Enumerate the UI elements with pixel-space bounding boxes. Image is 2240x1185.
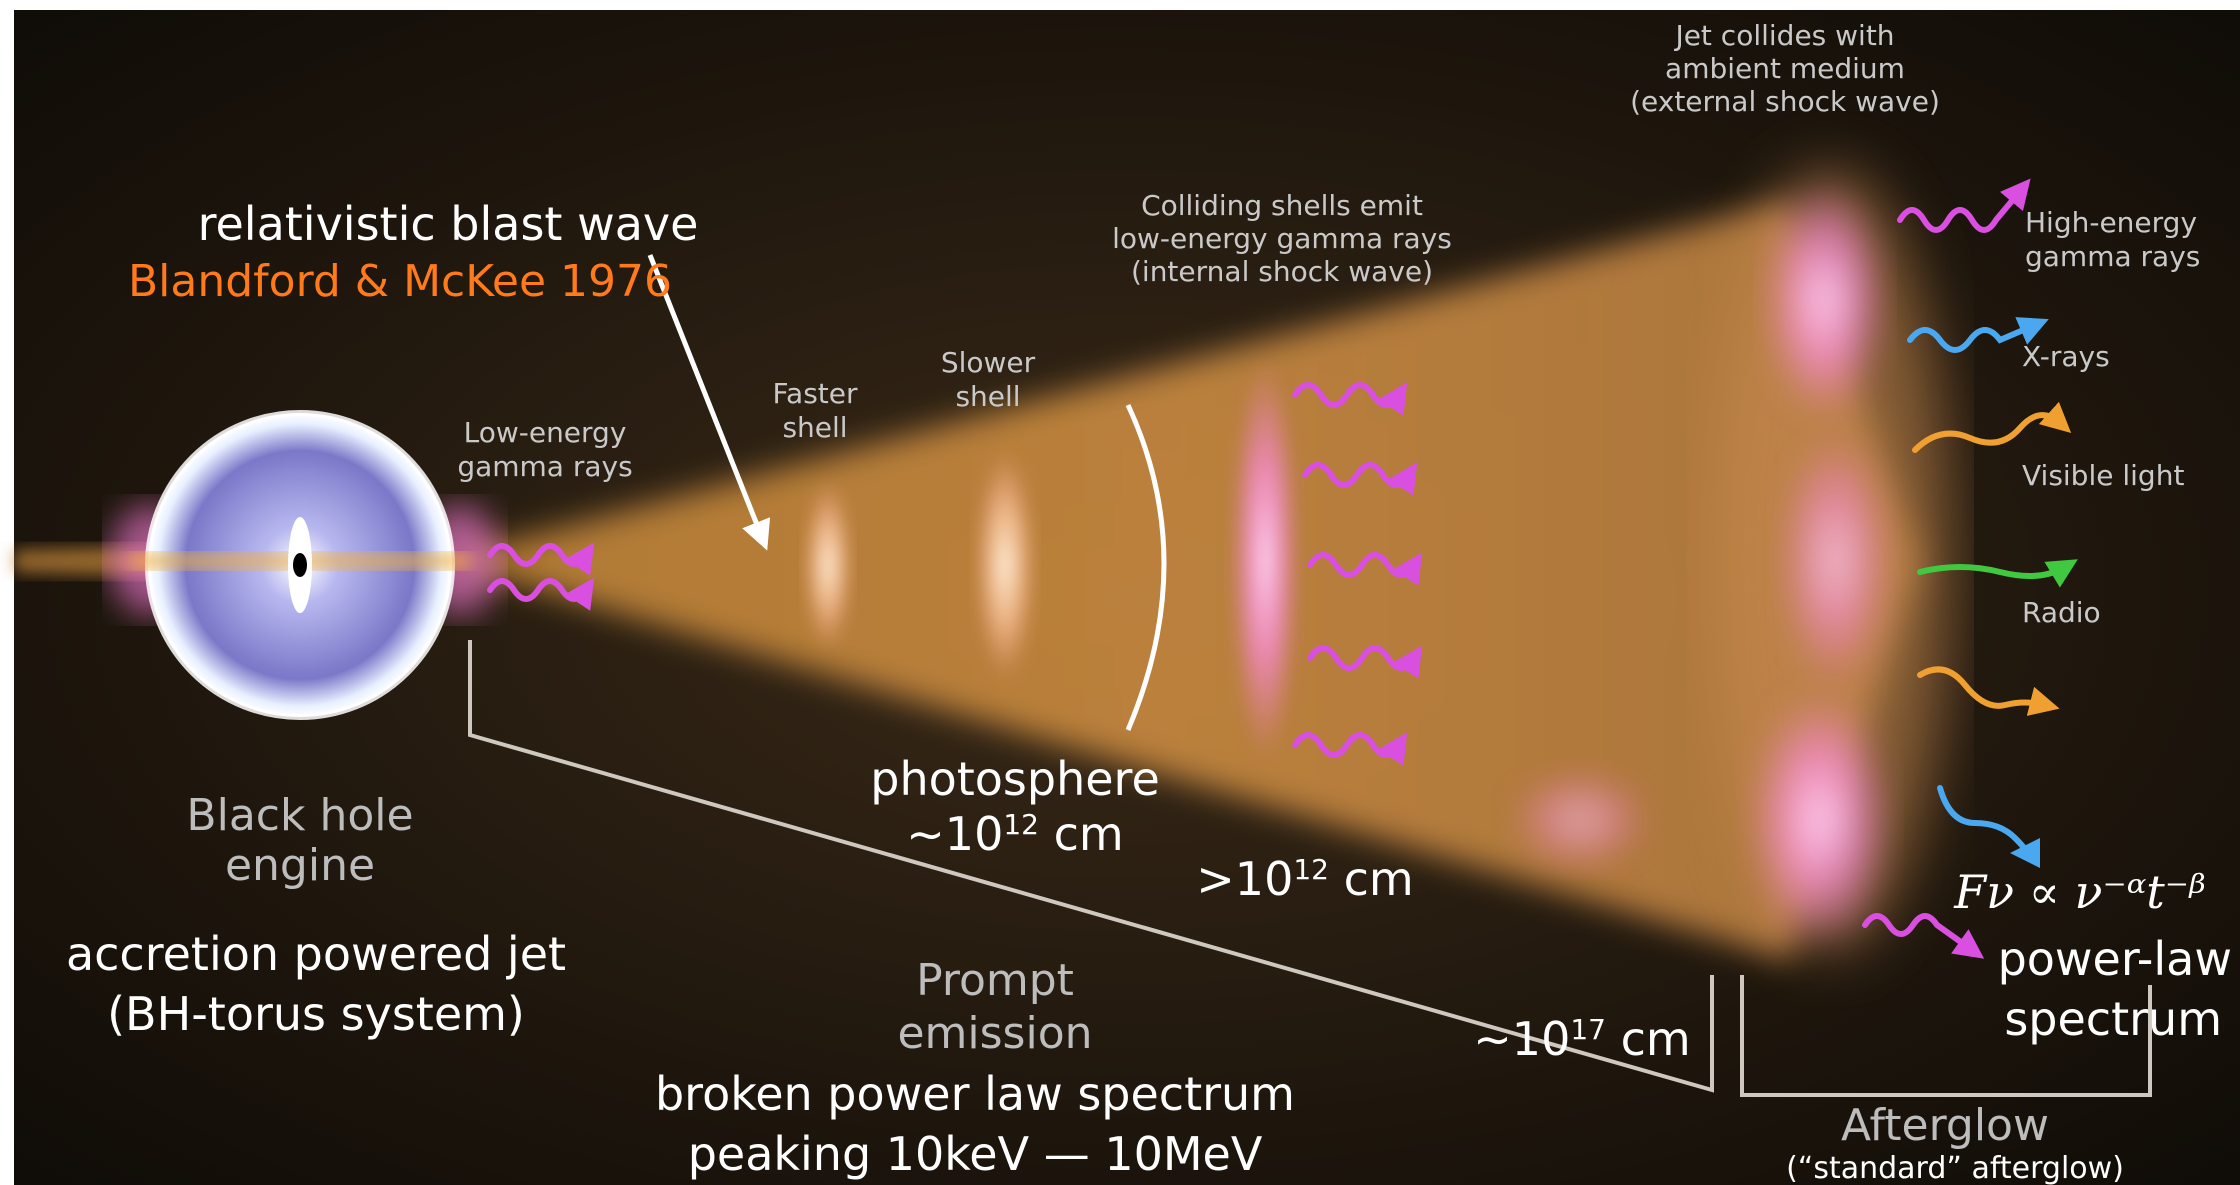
xrays-label: X-rays — [2022, 340, 2110, 373]
bracket-lines — [468, 640, 2152, 1097]
external-line1: Jet collides with — [1673, 19, 1894, 52]
afterglow-bracket — [1740, 975, 2152, 1097]
afterglow-desc-line2: spectrum — [2004, 992, 2222, 1046]
gamma-wave-lower — [1862, 913, 1985, 959]
labels: Black hole engine accretion powered jet … — [66, 19, 2232, 1185]
high-energy-line2: gamma rays — [2025, 240, 2200, 273]
external-line3: (external shock wave) — [1630, 85, 1940, 118]
visible-wave — [1912, 401, 2072, 453]
faster-shell-line1: Faster — [773, 377, 858, 410]
photosphere-radius: ~1012 cm — [906, 807, 1123, 861]
engine-gamma-rays — [487, 542, 595, 611]
xray-wave-lower — [1937, 785, 2041, 868]
internal-shock-shell — [1231, 360, 1299, 760]
photosphere-label: photosphere — [870, 752, 1160, 806]
slower-shell-line2: shell — [955, 380, 1020, 413]
radio-wave — [1917, 559, 2078, 588]
prompt-desc-line2: peaking 10keV — 10MeV — [688, 1127, 1263, 1181]
xray-wave — [1907, 317, 2049, 353]
afterglow-label: Afterglow — [1841, 1100, 2049, 1151]
prompt-desc-line1: broken power law spectrum — [655, 1067, 1295, 1121]
faster-shell — [804, 480, 852, 650]
black-hole-engine — [110, 410, 500, 720]
engine-label-line2: engine — [225, 840, 375, 891]
afterglow-emission — [1862, 178, 2078, 959]
engine-desc-line1: accretion powered jet — [66, 927, 566, 981]
engine-label-line1: Black hole — [186, 790, 413, 841]
colliding-line1: Colliding shells emit — [1141, 189, 1423, 222]
slower-shell-line1: Slower — [941, 346, 1036, 379]
external-line2: ambient medium — [1665, 52, 1905, 85]
visible-label: Visible light — [2022, 459, 2184, 492]
afterglow-formula: Fν ∝ ν⁻ᵅt⁻ᵝ — [1953, 865, 2206, 919]
blast-wave-citation: Blandford & McKee 1976 — [128, 256, 672, 307]
low-energy-line1: Low-energy — [464, 416, 627, 449]
radio-label: Radio — [2022, 596, 2101, 629]
faster-shell-line2: shell — [782, 411, 847, 444]
internal-radius: >1012 cm — [1196, 852, 1413, 906]
engine-desc-line2: (BH-torus system) — [107, 987, 525, 1041]
colliding-line2: low-energy gamma rays — [1112, 222, 1452, 255]
slower-shell — [975, 450, 1035, 680]
external-shock-front — [1510, 180, 1890, 950]
prompt-label-line1: Prompt — [916, 955, 1074, 1006]
internal-gamma-rays — [1292, 382, 1423, 766]
blast-wave-label: relativistic blast wave — [198, 197, 699, 251]
visible-wave-lower — [1917, 666, 2060, 716]
prompt-bracket — [468, 640, 1714, 1093]
afterglow-radius: ~1017 cm — [1473, 1012, 1690, 1066]
colliding-line3: (internal shock wave) — [1131, 255, 1433, 288]
photosphere-arc — [1125, 403, 1167, 731]
shells — [804, 360, 1299, 760]
high-energy-line1: High-energy — [2025, 206, 2197, 239]
blast-wave-arrow — [647, 254, 771, 551]
prompt-label-line2: emission — [897, 1008, 1092, 1059]
low-energy-line2: gamma rays — [457, 450, 632, 483]
afterglow-sub: (“standard” afterglow) — [1786, 1151, 2124, 1185]
high-energy-gamma-wave — [1897, 178, 2031, 233]
afterglow-desc-line1: power-law — [1998, 932, 2232, 986]
